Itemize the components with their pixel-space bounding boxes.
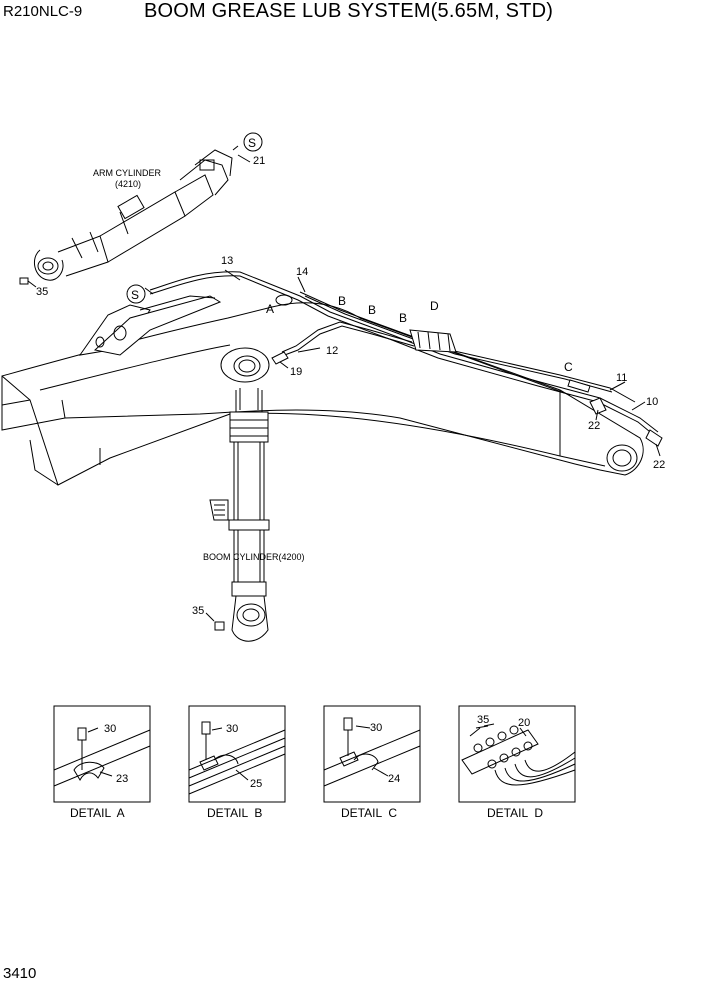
detail-b-box: [188, 705, 286, 803]
callout-14: 14: [296, 266, 308, 278]
mark-b: B: [399, 311, 407, 325]
detail-d-part-top: 35: [477, 714, 489, 726]
detail-b-part-bottom: 25: [250, 778, 262, 790]
detail-a-part-top: 30: [104, 723, 116, 735]
callout-21: 21: [253, 155, 265, 167]
callout-13: 13: [221, 255, 233, 267]
mark-b: B: [368, 303, 376, 317]
callout-22: 22: [588, 420, 600, 432]
symbol-s-label: S: [131, 288, 139, 302]
callout-22: 22: [653, 459, 665, 471]
detail-c-label: DETAIL C: [341, 806, 397, 820]
arm-cylinder-code: (4210): [115, 179, 141, 189]
detail-a-box: [53, 705, 151, 803]
mark-c: C: [564, 360, 573, 374]
boom-body: [1, 294, 644, 486]
arm-cylinder: [19, 145, 239, 288]
s-symbol-circle-1: [243, 132, 263, 152]
detail-d-label: DETAIL D: [487, 806, 543, 820]
detail-c-part-bottom: 24: [388, 773, 400, 785]
callout-35: 35: [36, 286, 48, 298]
s-symbol-circle-2: [126, 284, 146, 304]
detail-d-part-bottom: 20: [518, 717, 530, 729]
detail-c-part-top: 30: [370, 722, 382, 734]
mark-b: B: [338, 294, 346, 308]
callout-10: 10: [646, 396, 658, 408]
grease-lines: [144, 154, 663, 457]
callout-12: 12: [326, 345, 338, 357]
detail-a-part-bottom: 23: [116, 773, 128, 785]
symbol-s-label: S: [248, 136, 256, 150]
mark-a: A: [266, 302, 274, 316]
detail-b-label: DETAIL B: [207, 806, 262, 820]
callout-35: 35: [192, 605, 204, 617]
callout-19: 19: [290, 366, 302, 378]
detail-c-box: [323, 705, 421, 803]
detail-a-label: DETAIL A: [70, 806, 125, 820]
page-number: 3410: [3, 965, 37, 982]
boom-cylinder: [205, 388, 270, 642]
detail-b-part-top: 30: [226, 723, 238, 735]
detail-d-box: [458, 705, 576, 803]
mark-d: D: [430, 299, 439, 313]
page-title: BOOM GREASE LUB SYSTEM(5.65M, STD): [144, 0, 554, 22]
boom-cylinder-label: BOOM CYLINDER(4200): [203, 552, 305, 562]
arm-cylinder-label: ARM CYLINDER: [93, 168, 162, 178]
model-number: R210NLC-9: [3, 3, 83, 20]
callout-11: 11: [616, 372, 627, 384]
